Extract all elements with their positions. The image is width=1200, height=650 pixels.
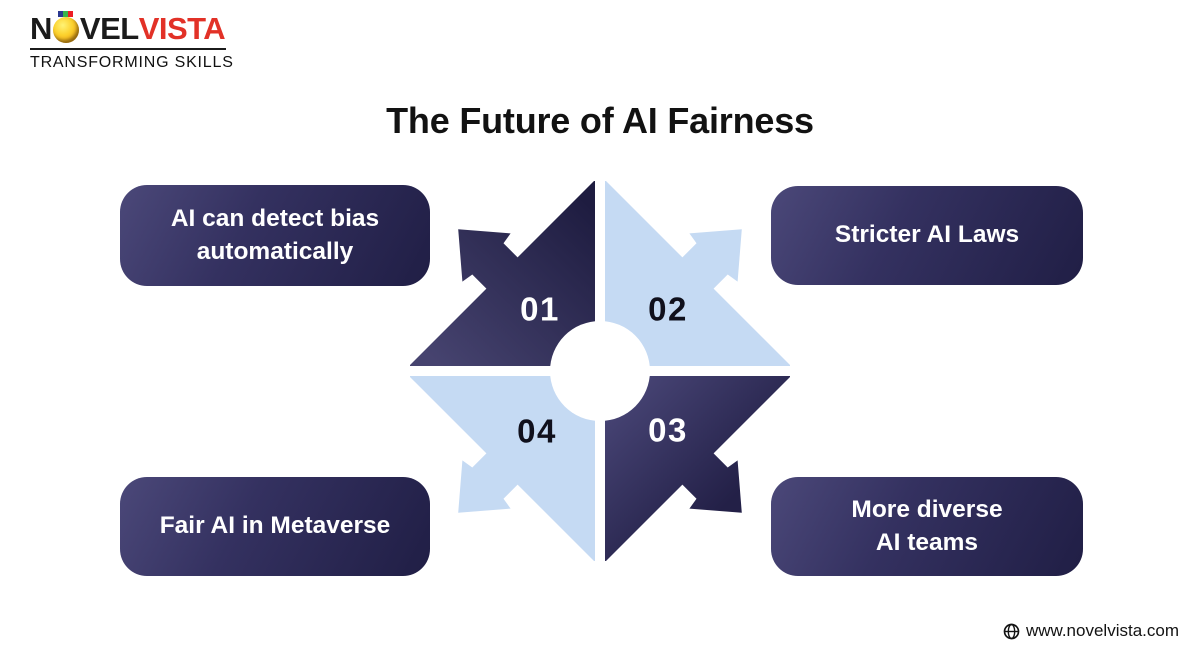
logo-tagline: TRANSFORMING SKILLS <box>30 54 234 72</box>
info-box-line: automatically <box>196 237 354 265</box>
info-box-line: More diverse <box>851 495 1003 523</box>
info-box-line: Stricter AI Laws <box>834 221 1020 249</box>
step-number-01: 01 <box>520 291 560 328</box>
info-box-line: Fair AI in Metaverse <box>159 512 391 540</box>
info-box-line: AI teams <box>875 528 979 556</box>
info-box-more-diverse-ai-teams: More diverse AI teams <box>771 477 1083 576</box>
logo-text-vista: VISTA <box>138 11 226 46</box>
info-box-stricter-ai-laws: Stricter AI Laws <box>771 186 1083 285</box>
footer-website[interactable]: www.novelvista.com <box>1025 621 1179 640</box>
footer: www.novelvista.com <box>1003 621 1179 641</box>
logo-divider <box>30 48 226 51</box>
page-title: The Future of AI Fairness <box>386 100 814 141</box>
medal-icon <box>52 10 79 43</box>
info-box-fair-ai-metaverse: Fair AI in Metaverse <box>120 477 430 576</box>
step-number-03: 03 <box>648 412 688 449</box>
arrow-quadrant-04 <box>410 376 595 561</box>
info-box-line: AI can detect bias <box>170 204 380 232</box>
arrow-quadrant-01 <box>410 181 595 366</box>
flag-icon <box>57 10 73 17</box>
step-number-02: 02 <box>648 291 688 328</box>
novelvista-logo: N VEL VISTA TRANSFORMING SKILLS <box>30 10 234 72</box>
step-number-04: 04 <box>517 413 557 450</box>
logo-wordmark: N VEL VISTA <box>30 10 234 46</box>
arrow-quadrant-03 <box>605 376 790 561</box>
info-box-ai-detect-bias: AI can detect bias automatically <box>120 185 430 286</box>
center-circle <box>550 321 650 421</box>
pinwheel-diagram: 01 02 03 04 <box>410 181 790 561</box>
logo-text-vel: VEL <box>79 11 139 46</box>
arrow-quadrant-02 <box>605 181 790 366</box>
globe-icon <box>1003 623 1020 639</box>
logo-text-n: N <box>30 11 52 46</box>
